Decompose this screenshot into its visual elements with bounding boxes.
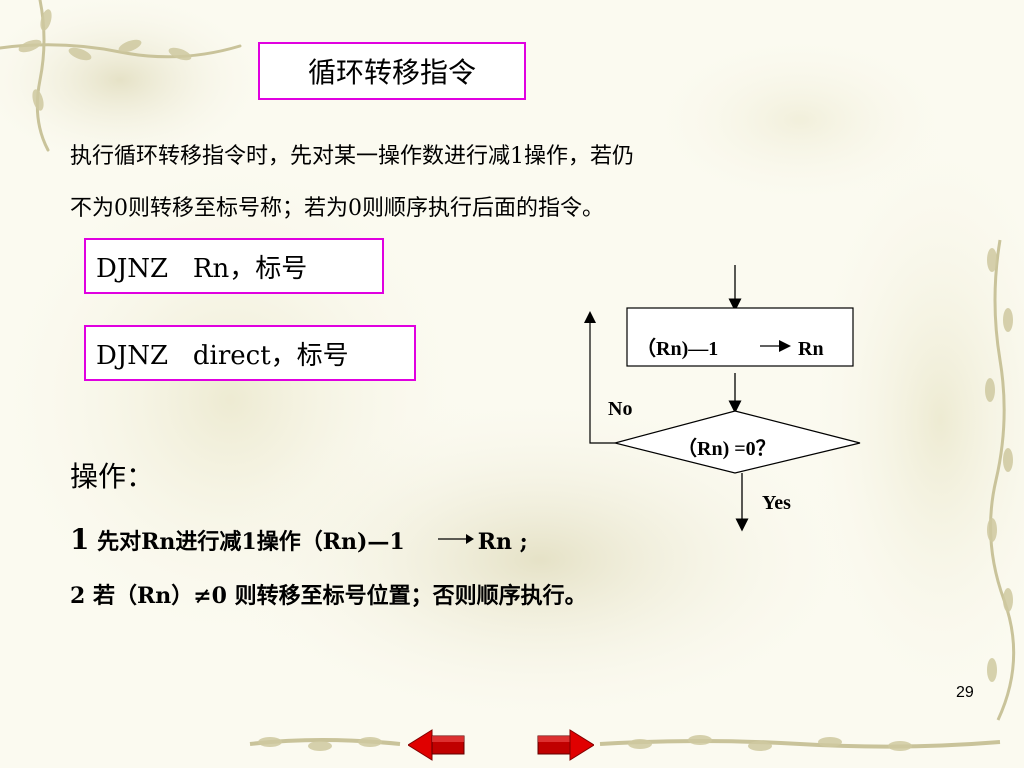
slide-title-text: 循环转移指令 <box>307 56 476 89</box>
syntax-box-rn: DJNZ Rn，标号 <box>84 238 384 294</box>
syntax-box-direct: DJNZ direct，标号 <box>84 325 416 381</box>
step-1-arrow <box>437 534 474 544</box>
flow-decision-label: （Rn) =0？ <box>677 437 776 460</box>
flow-no-loop <box>584 311 615 444</box>
flow-yes-label: Yes <box>762 492 791 514</box>
flow-no-label: No <box>608 398 632 420</box>
slide-title: 循环转移指令 <box>258 42 526 100</box>
step-1-text: 先对Rn进行减1操作（Rn)—1 <box>89 529 405 555</box>
step-1-number: 1 <box>70 523 90 556</box>
left-arrow-icon <box>408 729 465 761</box>
prev-slide-button[interactable] <box>408 728 470 762</box>
flow-process-box <box>626 307 854 367</box>
vine-decoration-right <box>989 239 1016 721</box>
operation-heading: 操作： <box>70 460 155 493</box>
syntax-direct-text: DJNZ direct，标号 <box>96 340 349 371</box>
syntax-rn-text: DJNZ Rn，标号 <box>96 253 308 284</box>
leaf-decoration <box>18 9 192 111</box>
description-line-1: 执行循环转移指令时，先对某一操作数进行减1操作，若仍 <box>70 144 634 169</box>
operation-step-1: 1 先对Rn进行减1操作（Rn)—1 Rn ; <box>70 523 528 556</box>
flow-decision-diamond <box>612 410 861 474</box>
flow-process-label: （Rn)—1 <box>636 337 718 360</box>
page-number: 29 <box>956 684 974 701</box>
flowchart: （Rn)—1 Rn （Rn) =0？ No Yes <box>584 265 861 532</box>
next-slide-button[interactable] <box>532 728 594 762</box>
step-1-target: Rn ; <box>477 529 528 555</box>
flow-process-target: Rn <box>798 338 824 360</box>
right-arrow-icon <box>537 729 594 761</box>
description-line-2: 不为0则转移至标号称；若为0则顺序执行后面的指令。 <box>70 196 604 221</box>
operation-step-2: 2 若（Rn）≠0 则转移至标号位置；否则顺序执行。 <box>70 583 587 609</box>
